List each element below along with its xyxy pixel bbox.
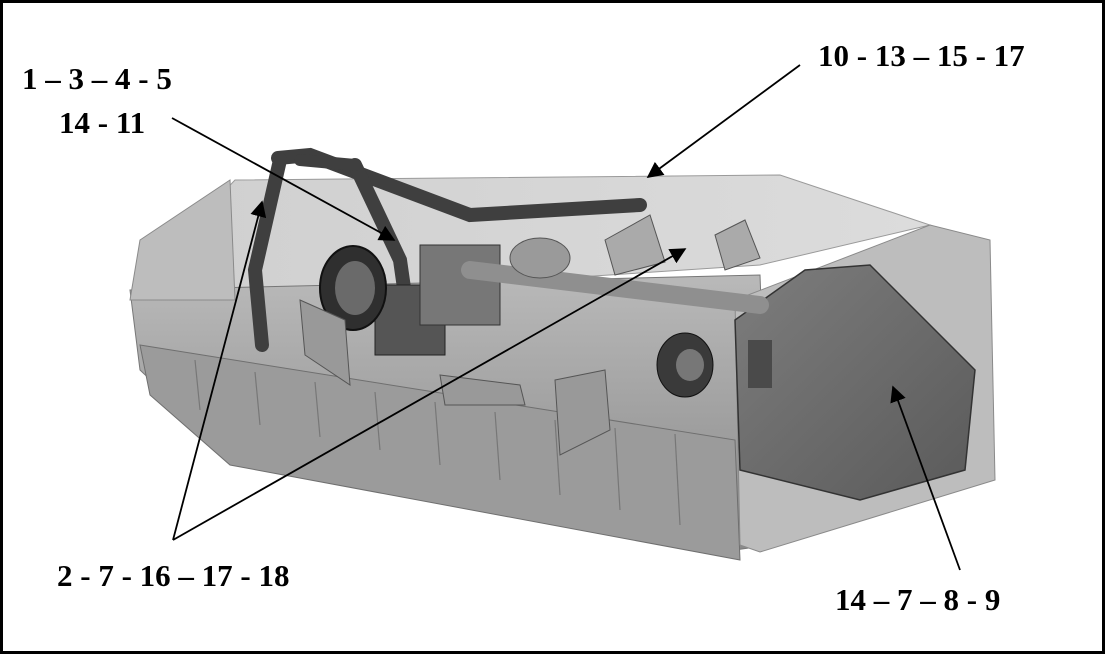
top-bracket-left (604, 214, 666, 276)
callout-bottom-left: 2 - 7 - 16 – 17 - 18 (57, 558, 290, 593)
callout-bottom-right: 14 – 7 – 8 - 9 (835, 582, 1001, 617)
leader-bottom-left-b (172, 248, 687, 541)
leader-lines (171, 64, 961, 571)
belt-cover (734, 264, 976, 501)
side-bracket-left (299, 299, 351, 386)
callout-top-right: 10 - 13 – 15 - 17 (818, 38, 1025, 73)
cover-vent (748, 340, 772, 388)
guard-segments (194, 359, 681, 526)
side-bracket-right (554, 369, 611, 456)
leader-bottom-right (890, 385, 961, 571)
drive-shaft (461, 261, 769, 314)
top-bracket-right (714, 219, 761, 271)
leader-top-left (171, 117, 396, 241)
mower-left-side (129, 179, 236, 301)
gearbox (374, 244, 501, 356)
callout-top-left-line1: 1 – 3 – 4 - 5 (22, 61, 172, 96)
mower-rotor-guard (139, 344, 741, 561)
callout-top-left-line2: 14 - 11 (59, 105, 146, 140)
leader-bottom-left-a (172, 200, 267, 541)
leader-top-right (646, 64, 801, 178)
mower-illustration (129, 147, 996, 561)
side-bracket-mid (439, 374, 526, 406)
